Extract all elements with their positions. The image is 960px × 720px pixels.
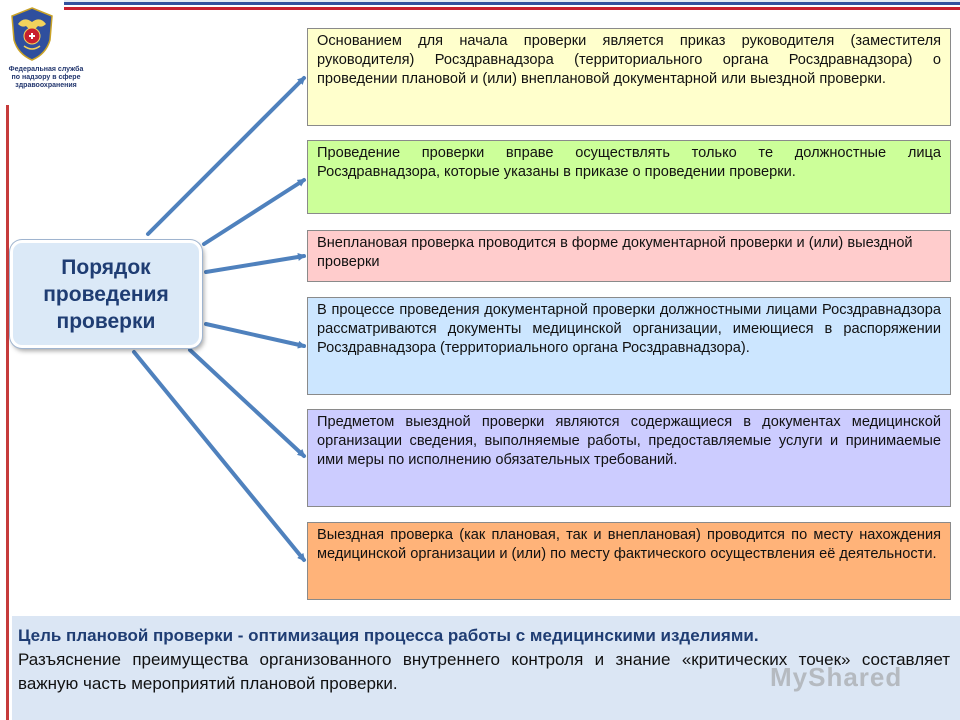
- info-box-onsite-subject: Предметом выездной проверки являются сод…: [307, 409, 951, 507]
- info-box-officials: Проведение проверки вправе осуществлять …: [307, 140, 951, 214]
- left-accent-line: [6, 105, 9, 720]
- arrow-to-box-5: [188, 348, 306, 458]
- eagle-emblem-icon: [11, 7, 53, 61]
- org-name-line: Федеральная служба: [8, 66, 84, 73]
- org-name-line: здравоохранения: [15, 82, 77, 89]
- central-node: Порядок проведения проверки: [10, 240, 202, 348]
- watermark: MyShared: [770, 662, 903, 692]
- summary-panel: Цель плановой проверки - оптимизация про…: [12, 616, 960, 720]
- arrow-to-box-6: [132, 350, 306, 562]
- arrow-to-box-1: [146, 76, 306, 236]
- arrow-to-box-4: [204, 322, 306, 349]
- org-logo: Федеральная служба по надзору в сфере зд…: [0, 0, 83, 104]
- info-box-onsite-location: Выездная проверка (как плановая, так и в…: [307, 522, 951, 600]
- arrow-to-box-3: [204, 253, 306, 274]
- summary-body: Разъяснение преимущества организованного…: [18, 650, 950, 693]
- header-flag-band: [0, 0, 960, 20]
- info-box-basis: Основанием для начала проверки является …: [307, 28, 951, 126]
- arrow-to-box-2: [202, 178, 306, 246]
- info-box-unscheduled: Внеплановая проверка проводится в форме …: [307, 230, 951, 282]
- org-name-line: по надзору в сфере: [11, 74, 81, 81]
- org-name: Федеральная служба по надзору в сфере зд…: [0, 66, 92, 90]
- info-box-documentary: В процессе проведения документарной пров…: [307, 297, 951, 395]
- summary-lead: Цель плановой проверки - оптимизация про…: [18, 626, 759, 645]
